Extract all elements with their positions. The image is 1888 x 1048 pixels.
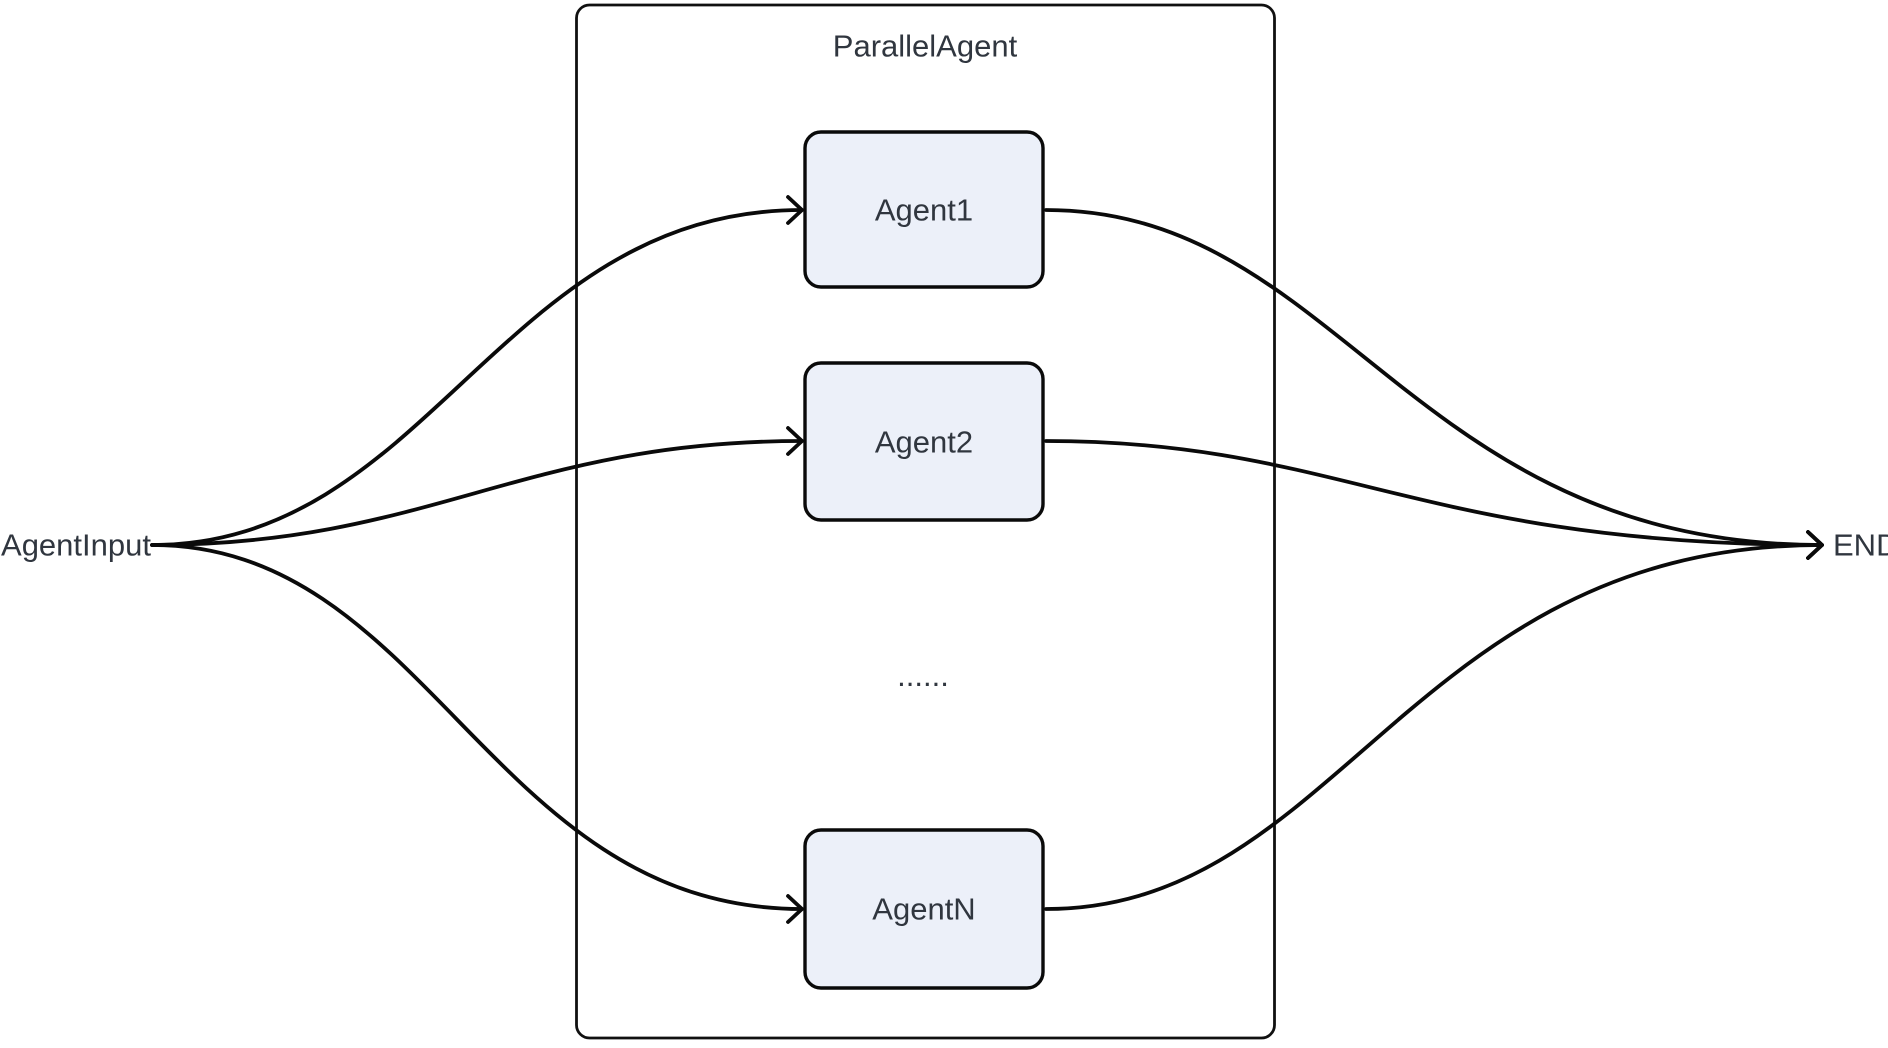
edge-agent2-to-end <box>1044 439 1824 560</box>
edge-input-to-agentN <box>150 543 804 924</box>
node-agent2-box <box>803 361 1045 522</box>
parallel-agent-container: ParallelAgent <box>575 3 1276 1040</box>
node-agent1-label: Agent1 <box>875 193 973 228</box>
ellipsis-label: ...... <box>897 658 949 693</box>
agent-input-label: AgentInput <box>1 528 151 563</box>
node-agent2-label: Agent2 <box>875 425 973 460</box>
container-border <box>575 3 1276 1040</box>
node-agentN: AgentN <box>803 828 1045 990</box>
node-agent1-box <box>803 130 1045 289</box>
edge-input-to-agent1 <box>150 195 804 547</box>
edge-agent1-to-end <box>1044 208 1824 560</box>
end-label: END <box>1833 528 1888 563</box>
edges-out <box>1044 208 1824 911</box>
edge-agentN-to-end <box>1044 530 1824 911</box>
node-agent2: Agent2 <box>803 361 1045 522</box>
node-agent1: Agent1 <box>803 130 1045 289</box>
edges-in <box>150 195 804 924</box>
node-agentN-label: AgentN <box>872 892 975 927</box>
container-title: ParallelAgent <box>833 29 1018 64</box>
node-agentN-box <box>803 828 1045 990</box>
edge-input-to-agent2 <box>150 426 804 547</box>
